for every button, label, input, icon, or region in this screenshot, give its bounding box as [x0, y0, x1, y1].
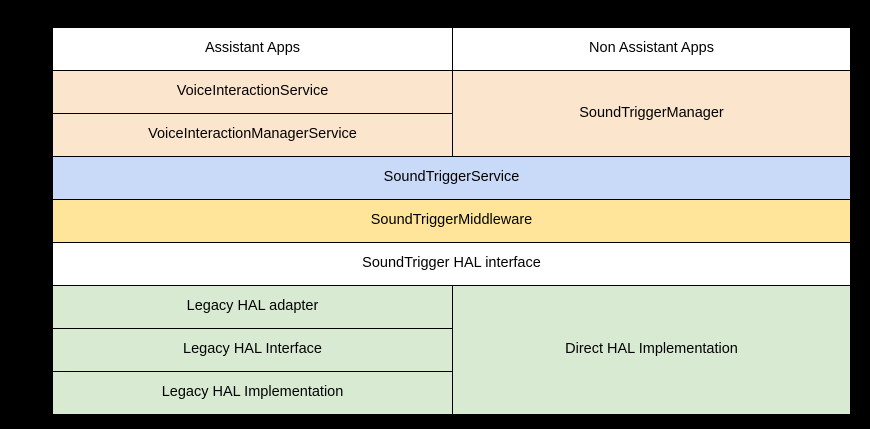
- cell-soundtrigger-manager: SoundTriggerManager: [452, 70, 851, 157]
- cell-direct-hal-implementation: Direct HAL Implementation: [452, 285, 851, 415]
- architecture-diagram: Assistant Apps Non Assistant Apps VoiceI…: [52, 27, 851, 415]
- cell-soundtrigger-middleware: SoundTriggerMiddleware: [52, 199, 851, 243]
- table-row: Legacy HAL Implementation: [52, 371, 851, 415]
- table-row: Assistant Apps Non Assistant Apps: [52, 27, 851, 71]
- cell-voice-interaction-manager-service: VoiceInteractionManagerService: [52, 113, 453, 157]
- table-row: VoiceInteractionManagerService: [52, 113, 851, 157]
- cell-legacy-hal-implementation: Legacy HAL Implementation: [52, 371, 453, 415]
- table-row: Legacy HAL adapter Direct HAL Implementa…: [52, 285, 851, 415]
- table-row: SoundTriggerMiddleware: [52, 199, 851, 243]
- cell-soundtrigger-hal-interface: SoundTrigger HAL interface: [52, 242, 851, 286]
- table-row: SoundTriggerService: [52, 156, 851, 200]
- table-row: SoundTrigger HAL interface: [52, 242, 851, 286]
- cell-soundtrigger-service: SoundTriggerService: [52, 156, 851, 200]
- cell-voice-interaction-service: VoiceInteractionService: [52, 70, 453, 114]
- architecture-layer-table: Assistant Apps Non Assistant Apps VoiceI…: [52, 27, 851, 415]
- cell-non-assistant-apps: Non Assistant Apps: [452, 27, 851, 71]
- cell-assistant-apps: Assistant Apps: [52, 27, 453, 71]
- table-row: Legacy HAL Interface: [52, 328, 851, 372]
- cell-legacy-hal-interface: Legacy HAL Interface: [52, 328, 453, 372]
- cell-legacy-hal-adapter: Legacy HAL adapter: [52, 285, 453, 329]
- table-row: VoiceInteractionService SoundTriggerMana…: [52, 70, 851, 157]
